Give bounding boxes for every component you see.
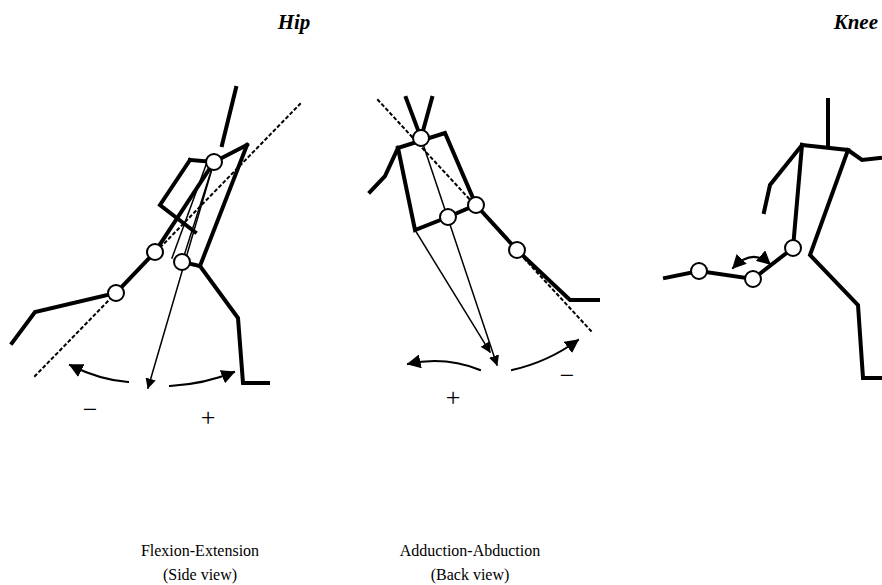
heading: Knee xyxy=(834,12,878,33)
knee-figure xyxy=(665,100,880,378)
back-figure xyxy=(370,98,598,300)
side-figure xyxy=(12,88,268,383)
sign-label: − xyxy=(83,397,98,423)
sign-label: + xyxy=(201,405,216,431)
sign-label: + xyxy=(446,385,461,411)
caption-line: Adduction-Abduction xyxy=(400,543,540,559)
sign-label: − xyxy=(560,363,575,389)
caption-line: (Side view) xyxy=(163,567,237,583)
heading: Hip xyxy=(278,12,311,33)
reference-line xyxy=(35,104,300,376)
caption-line: Flexion-Extension xyxy=(141,543,259,559)
caption-line: (Back view) xyxy=(431,567,510,583)
